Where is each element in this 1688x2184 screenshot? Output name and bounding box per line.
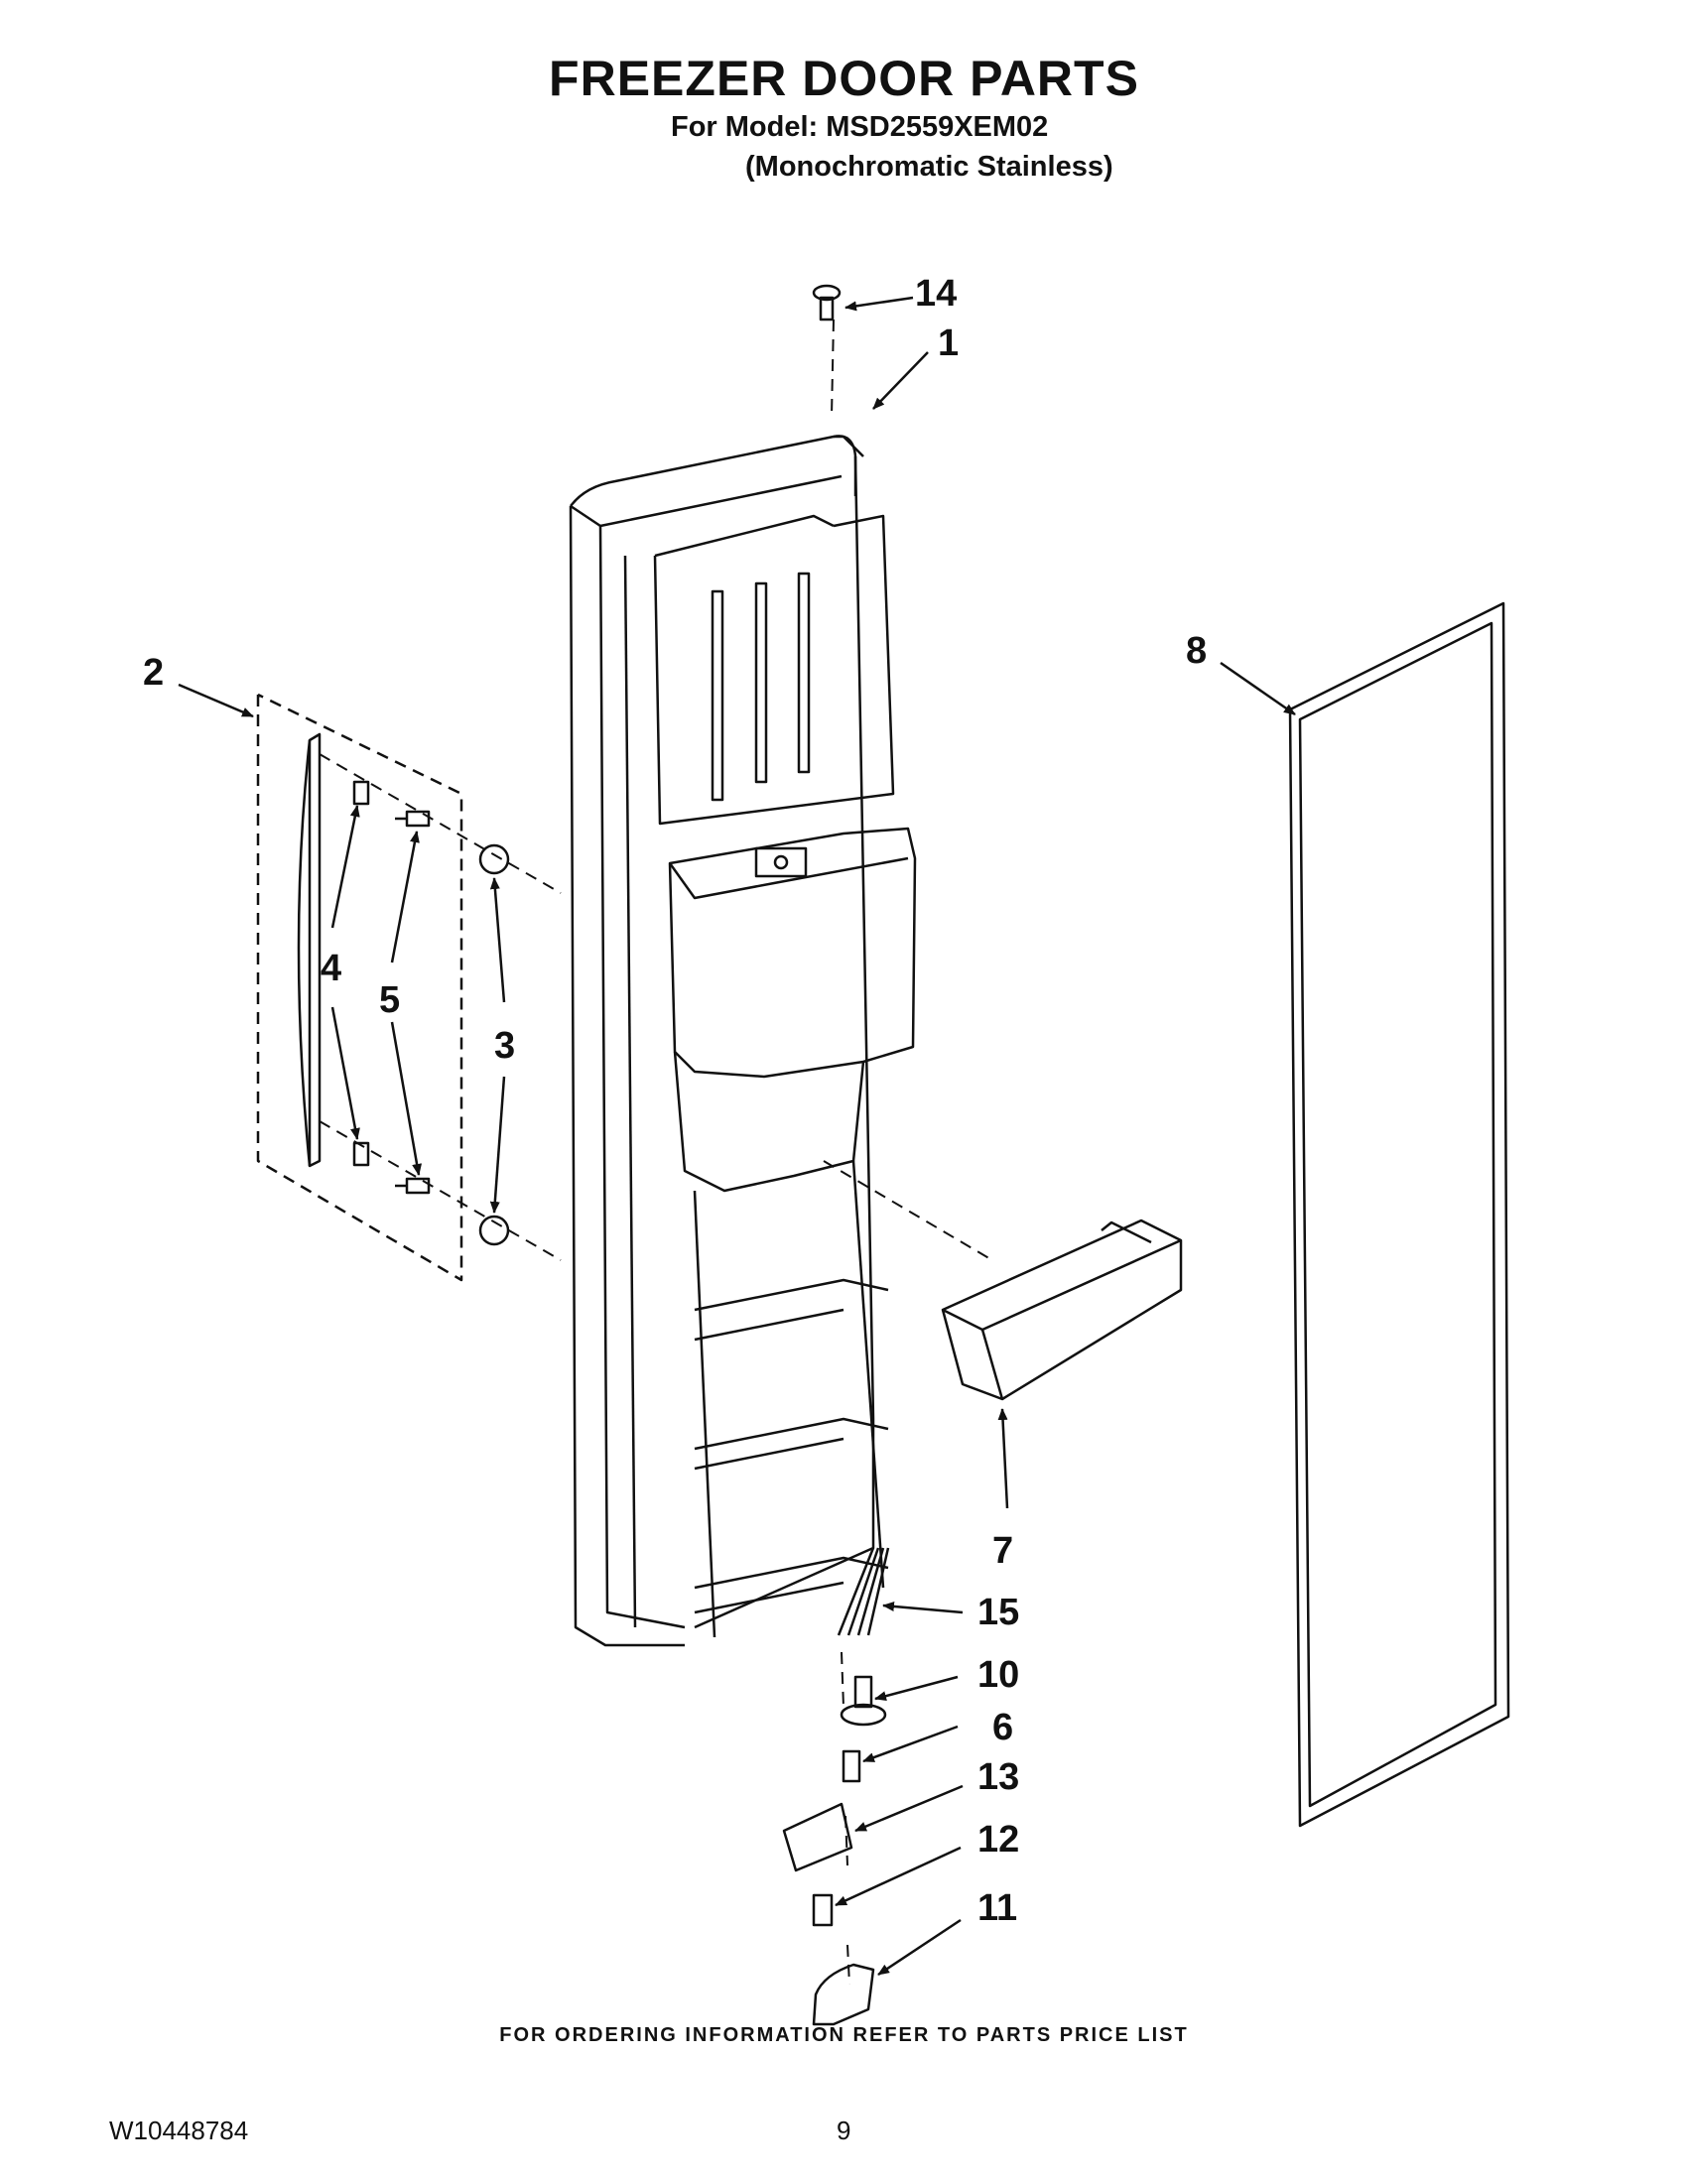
callout-8: 8 [1186,630,1207,672]
clip-4-upper-part [352,780,370,806]
page-number: 9 [837,2116,851,2145]
arrow-7 [997,1408,1009,1509]
gasket-8-part [1288,601,1510,1828]
arrow-6 [862,1725,959,1763]
button-3-upper-part [478,843,510,875]
hinge-cover-11-part [812,1963,875,2026]
handle-part [297,732,322,1168]
arrow-15 [882,1601,964,1614]
clip-4-lower-part [352,1141,370,1167]
arrow-14 [844,296,914,312]
callout-2: 2 [143,652,164,694]
arrow-4-up [330,805,360,929]
callout-4: 4 [321,948,341,989]
callout-7: 7 [992,1530,1013,1572]
hinge-13-part [782,1802,853,1872]
arrow-12 [835,1846,962,1907]
callout-10: 10 [977,1654,1019,1696]
screw-14-part [812,284,842,321]
screw-12-part [812,1893,834,1927]
model-line: For Model: MSD2559XEM02 [671,111,1049,143]
arrow-2 [178,683,254,718]
wire-harness-15-part [837,1547,890,1636]
callout-12: 12 [977,1819,1019,1861]
callout-3: 3 [494,1025,515,1067]
arrow-13 [854,1784,964,1833]
finish-line: (Monochromatic Stainless) [745,151,1113,183]
shelf-7-part [941,1219,1183,1401]
handle-dashed-group [256,693,463,1282]
screw-6-part [842,1749,861,1783]
button-3-lower-part [478,1215,510,1246]
callout-11: 11 [977,1887,1017,1929]
arrow-4-down [330,1006,360,1140]
callout-14: 14 [915,273,957,315]
arrow-8 [1220,661,1296,716]
document-number: W10448784 [109,2116,249,2145]
arrow-5-down [390,1021,423,1176]
arrow-1 [872,351,929,410]
callout-6: 6 [992,1707,1013,1748]
arrow-5-up [390,831,420,964]
screw-5-lower-part [395,1177,431,1195]
callout-1: 1 [938,322,959,364]
arrow-3-up [489,877,506,1003]
ordering-note: FOR ORDERING INFORMATION REFER TO PARTS … [499,2024,1189,2046]
handle-leader-lines [319,319,993,1986]
arrow-11 [877,1918,962,1977]
callout-15: 15 [977,1592,1019,1633]
freezer-door-part [569,435,917,1647]
page-title: FREEZER DOOR PARTS [549,51,1139,106]
callout-5: 5 [379,979,400,1021]
callout-13: 13 [977,1756,1019,1798]
screw-5-upper-part [395,810,431,828]
bushing-10-part [840,1675,887,1727]
arrow-3-down [489,1076,506,1214]
arrow-10 [874,1675,959,1702]
